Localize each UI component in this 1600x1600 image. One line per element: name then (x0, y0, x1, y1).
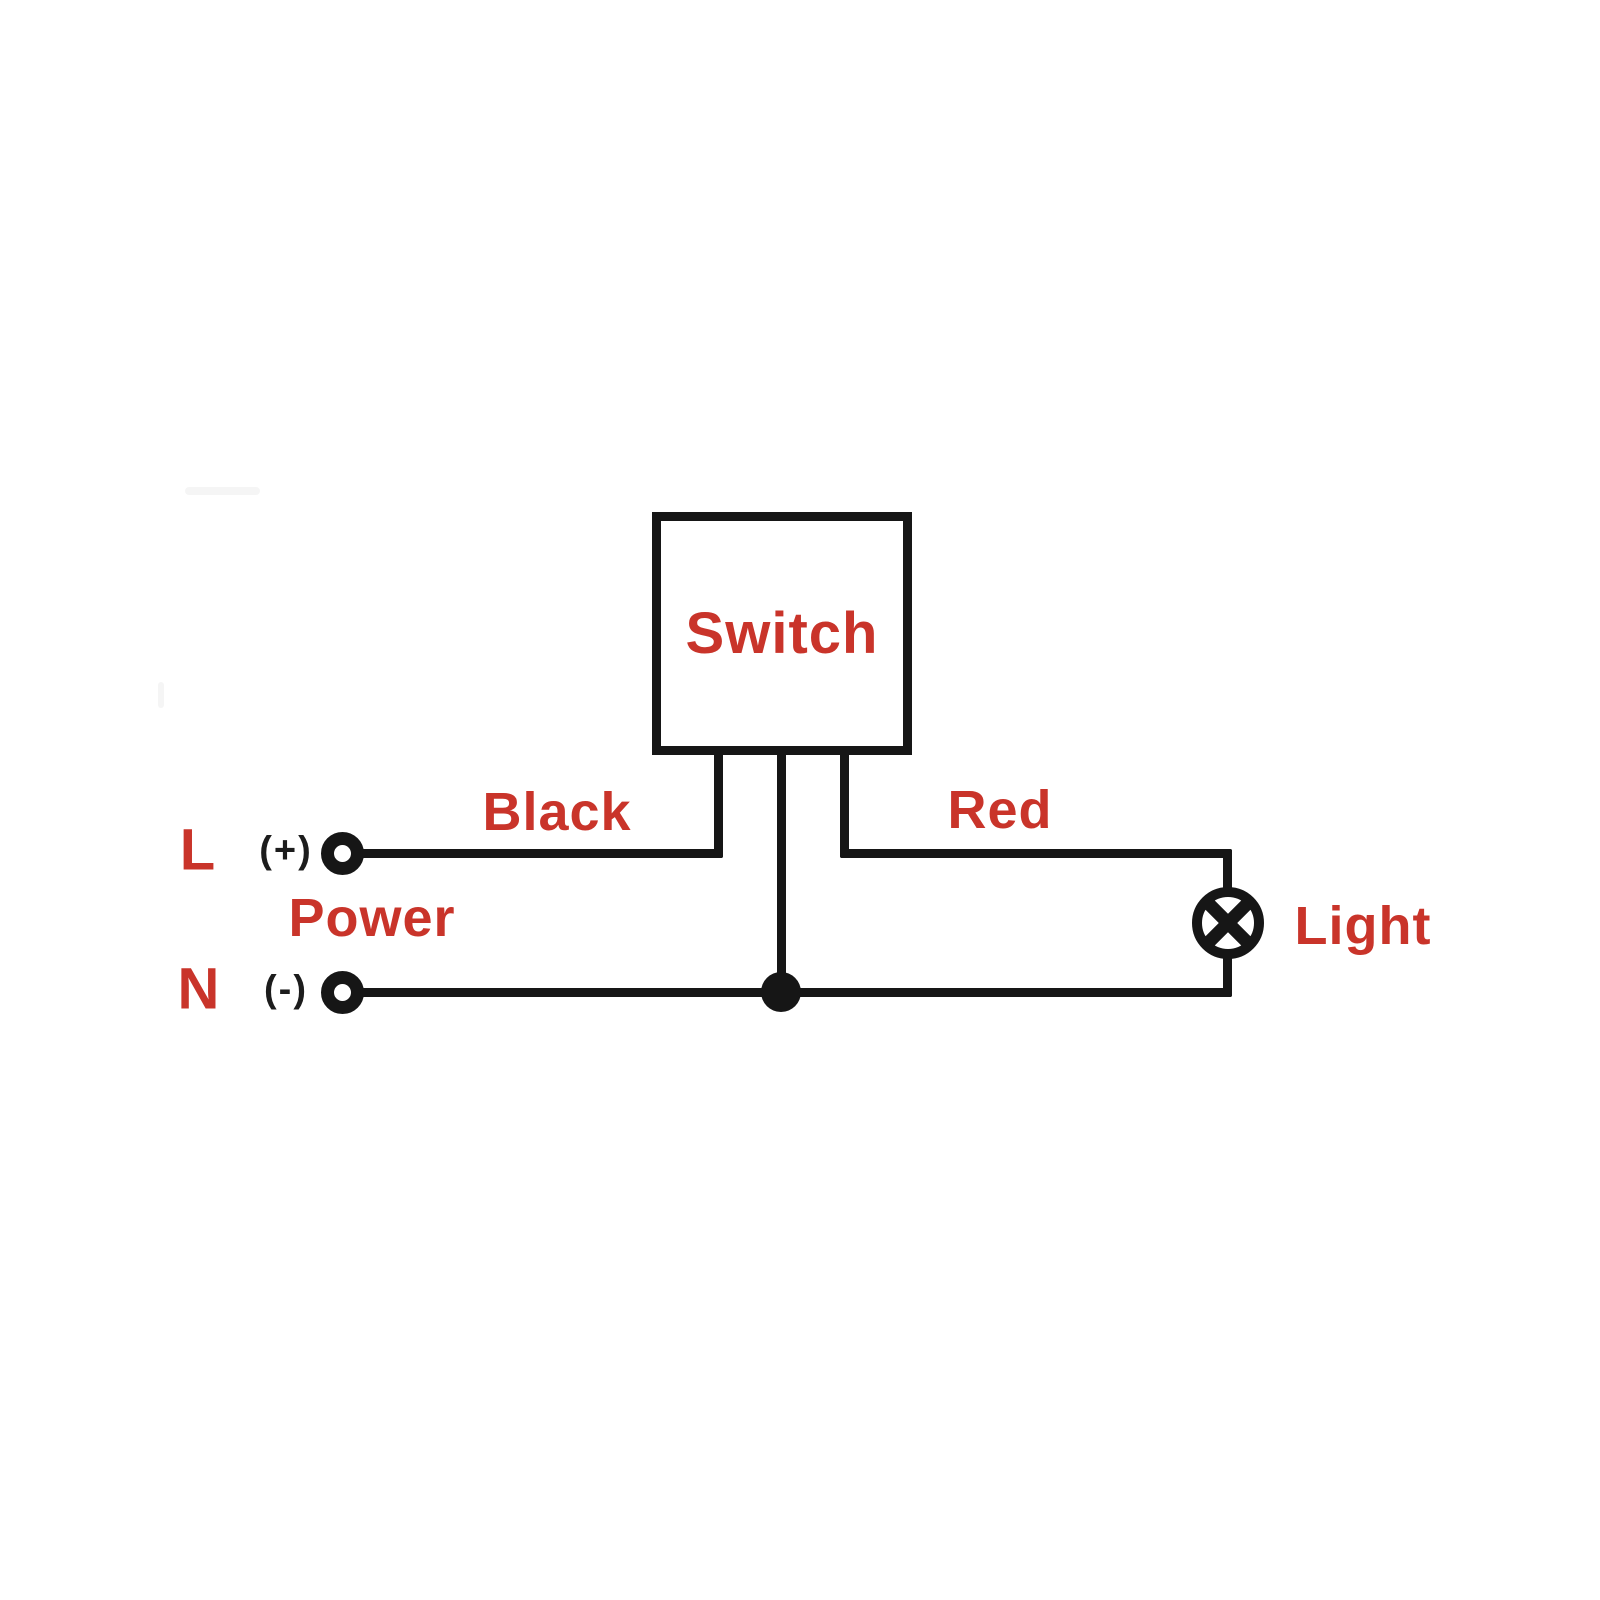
scan-artifact (185, 487, 260, 495)
line-terminal-icon (321, 832, 364, 875)
neutral-polarity-label: (-) (264, 968, 308, 1011)
line-polarity-label: (+) (259, 829, 313, 872)
neutral-terminal-letter: N (177, 956, 221, 1022)
black-wire-label: Black (482, 782, 632, 842)
light-bottom-wire (1223, 950, 1232, 997)
switch-label: Switch (685, 601, 879, 666)
line-terminal-letter: L (179, 817, 217, 883)
switch-black-stub-wire (714, 750, 723, 858)
neutral-terminal-icon (321, 971, 364, 1014)
red-wire (840, 849, 1232, 858)
switch-box: Switch (652, 512, 912, 755)
light-label: Light (1294, 896, 1432, 956)
power-label: Power (288, 888, 456, 948)
black-wire (358, 849, 723, 858)
red-wire-label: Red (947, 780, 1053, 840)
switch-center-wire (777, 750, 786, 996)
switch-red-stub-wire (840, 750, 849, 858)
lamp-icon (1192, 887, 1264, 959)
light-top-wire (1223, 849, 1232, 895)
scan-artifact (158, 682, 164, 708)
junction-dot (761, 972, 801, 1012)
